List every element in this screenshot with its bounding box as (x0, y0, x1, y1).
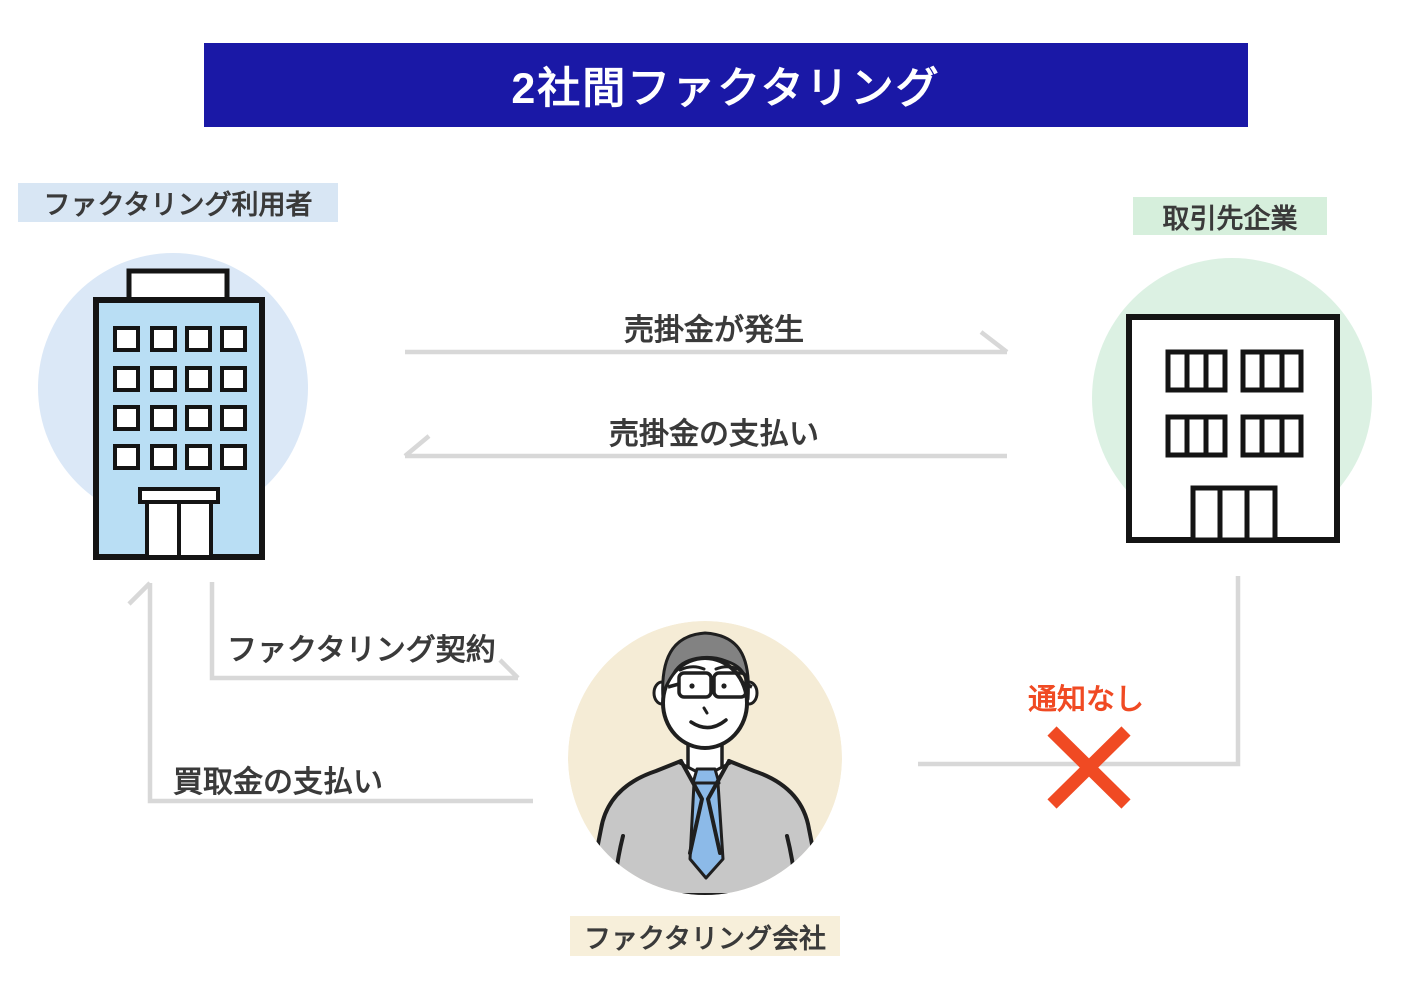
label-factoring-company-text: ファクタリング会社 (584, 923, 826, 954)
label-client-company-text: 取引先企業 (1162, 203, 1298, 234)
flow-label-payment-text: 売掛金の支払い (609, 418, 819, 451)
label-client-company: 取引先企業 (1133, 197, 1327, 235)
no-notification-cross-icon (1047, 726, 1131, 809)
flow-label-buyout: 買取金の支払い (173, 757, 383, 801)
factoring-user-building-icon (93, 268, 265, 560)
flow-label-payment: 売掛金の支払い (514, 409, 914, 453)
factoring-company-businessman-icon (568, 621, 842, 895)
diagram-title-banner: 2社間ファクタリング (204, 43, 1248, 127)
no-notification-line (918, 576, 1241, 767)
flow-label-no-notification: 通知なし (986, 676, 1186, 718)
flow-label-contract: ファクタリング契約 (227, 625, 496, 669)
label-factoring-user-text: ファクタリング利用者 (43, 190, 313, 220)
flow-label-receivable: 売掛金が発生 (514, 305, 914, 349)
glasses-icon (667, 671, 753, 699)
flow-label-contract-text: ファクタリング契約 (227, 634, 496, 667)
flow-label-receivable-text: 売掛金が発生 (624, 314, 804, 347)
flow-label-no-notification-text: 通知なし (1027, 684, 1144, 716)
label-factoring-company: ファクタリング会社 (570, 916, 840, 956)
flow-label-buyout-text: 買取金の支払い (173, 766, 383, 799)
label-factoring-user: ファクタリング利用者 (18, 183, 338, 222)
client-company-building-icon (1126, 314, 1340, 543)
diagram-title: 2社間ファクタリング (511, 65, 941, 113)
